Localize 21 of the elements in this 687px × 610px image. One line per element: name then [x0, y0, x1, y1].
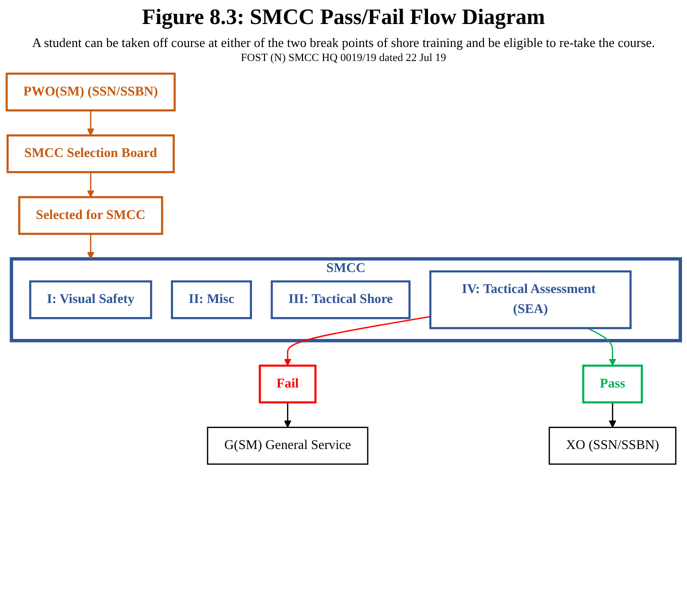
arrow — [87, 172, 94, 198]
node-box: II: Misc — [170, 280, 252, 320]
node-box: G(SM) General Service — [206, 426, 368, 465]
node-box: PWO(SM) (SSN/SSBN) — [6, 72, 176, 112]
node-box: Selected for SMCC — [18, 196, 164, 235]
node-box: IV: Tactical Assessment (SEA) — [429, 270, 632, 330]
arrow — [587, 328, 616, 366]
node-box: SMCC Selection Board — [6, 134, 175, 174]
node-box: Fail — [258, 364, 316, 404]
note-text: A student can be taken off course at either of the two break points of shore training and be eligible to re-take the course. — [32, 35, 655, 51]
node-box: XO (SSN/SSBN) — [548, 426, 676, 465]
arrow — [284, 402, 292, 428]
node-box: III: Tactical Shore — [270, 280, 411, 320]
reference-note: FOST (N) SMCC HQ 0019/19 dated 22 Jul 19 — [240, 52, 446, 64]
arrow — [87, 110, 94, 136]
arrow — [608, 402, 616, 428]
node-box: I: Visual Safety — [29, 280, 152, 320]
figure-title: Figure 8.3: SMCC Pass/Fail Flow Diagram — [142, 4, 545, 30]
node-box: Pass — [582, 364, 643, 404]
arrow — [87, 234, 94, 260]
arrow — [284, 316, 430, 366]
